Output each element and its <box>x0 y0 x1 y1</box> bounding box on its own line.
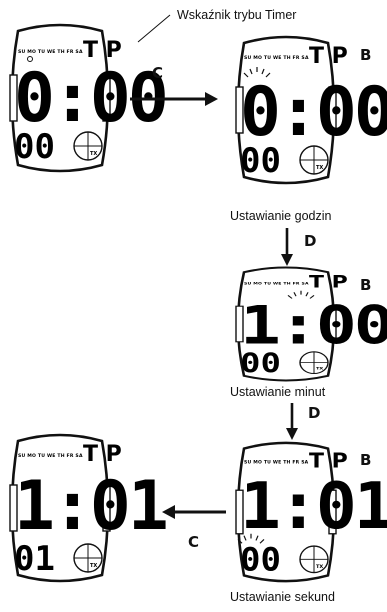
seconds-digits: 00 <box>14 127 55 167</box>
seconds-digits: 01 <box>14 539 55 579</box>
blink-rays-icon <box>243 67 271 78</box>
watch-display-set-hours: SU MO TU WE TH FR SA T P 0:00 00 TX <box>235 35 387 185</box>
watch-display-result: SU MO TU WE TH FR SA T P 1:01 01 TX <box>9 433 169 583</box>
weekday-labels: SU MO TU WE TH FR SA <box>244 281 309 285</box>
watch-display-timer: SU MO TU WE TH FR SA T P 0:00 00 TX <box>9 23 169 173</box>
button-d-label-1: D <box>304 232 317 250</box>
svg-text:TX: TX <box>316 366 324 371</box>
button-c-label: C <box>152 64 164 82</box>
mode-indicator: T P <box>309 272 348 292</box>
time-digits: 1:00 <box>240 296 387 357</box>
weekday-labels: SU MO TU WE TH FR SA <box>244 55 309 61</box>
svg-text:TX: TX <box>90 563 97 569</box>
svg-text:TX: TX <box>316 564 324 570</box>
watch-display-set-seconds: SU MO TU WE TH FR SA T P 1:01 00 TX <box>235 441 387 583</box>
button-c-label-2: C <box>188 533 200 551</box>
time-digits: 1:01 <box>14 467 166 546</box>
mode-indicator: T P <box>83 442 122 467</box>
dial-icon: TX <box>299 545 329 574</box>
dial-icon: TX <box>73 131 103 161</box>
weekday-labels: SU MO TU WE TH FR SA <box>244 460 309 466</box>
time-digits: 1:01 <box>240 469 387 544</box>
time-digits: 0:00 <box>240 73 387 152</box>
dial-icon: TX <box>299 145 329 175</box>
seconds-digits: 00 <box>240 349 281 379</box>
seconds-digits: 00 <box>240 141 281 181</box>
seconds-digits: 00 <box>240 541 281 579</box>
set-hours-label: Ustawianie godzin <box>230 209 332 223</box>
button-b-label-2: B <box>360 276 372 294</box>
svg-text:TX: TX <box>90 151 97 157</box>
button-d-label-2: D <box>308 404 321 422</box>
mode-indicator: T P <box>83 38 122 63</box>
button-b-label-3: B <box>360 451 372 469</box>
timer-indicator-label: Wskaźnik trybu Timer <box>177 8 297 22</box>
watch-display-set-minutes: SU MO TU WE TH FR SA T P 1:00 00 TX <box>235 266 387 382</box>
set-seconds-label: Ustawianie sekund <box>230 590 335 604</box>
set-minutes-label: Ustawianie minut <box>230 385 326 399</box>
weekday-labels: SU MO TU WE TH FR SA <box>18 49 83 55</box>
dial-icon: TX <box>299 351 329 375</box>
weekday-labels: SU MO TU WE TH FR SA <box>18 453 83 459</box>
mode-indicator: T P <box>309 44 348 69</box>
dial-icon: TX <box>73 543 103 573</box>
button-b-label-1: B <box>360 46 372 64</box>
mode-indicator: T P <box>309 449 348 473</box>
svg-text:TX: TX <box>316 165 323 171</box>
blink-rays-icon <box>287 290 315 299</box>
blink-rays-icon <box>237 533 265 544</box>
